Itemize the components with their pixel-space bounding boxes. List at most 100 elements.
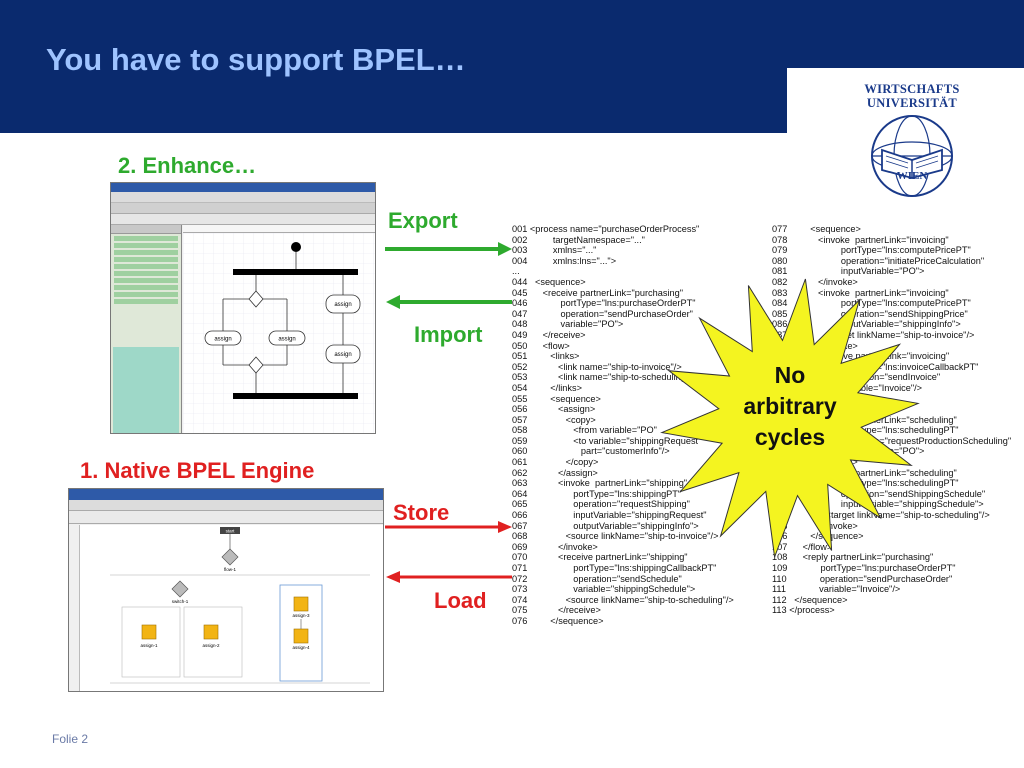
load-label: Load xyxy=(434,588,487,613)
visio-toolbar xyxy=(111,203,375,214)
visio-menubar xyxy=(111,192,375,203)
code-line: 072 operation="sendSchedule" xyxy=(512,573,682,584)
code-line: 069 </invoke> xyxy=(512,541,598,552)
code-line: 050 <flow> xyxy=(512,340,570,351)
code-line: 109 portType="lns:purchaseOrderPT" xyxy=(772,563,956,573)
code-line: 108 <reply partnerLink="purchasing" xyxy=(772,552,934,563)
code-line: 105 </invoke> xyxy=(772,520,858,531)
load-arrowhead-icon xyxy=(386,571,400,583)
code-line: 077 <sequence> xyxy=(772,224,861,234)
logo-line-2: UNIVERSITÄT xyxy=(866,96,958,110)
code-line: 103 inputVariable="shippingSchedule"> xyxy=(772,499,984,510)
code-line: 083 <invoke partnerLink="invoicing" xyxy=(772,287,949,298)
code-line: 080 operation="initiatePriceCalculation" xyxy=(772,255,985,266)
code-line: 100 <invoke partnerLink="scheduling" xyxy=(772,467,957,478)
code-line: 111 variable="Invoice"/> xyxy=(772,584,901,595)
code-line: 003 xmlns="..." xyxy=(512,245,597,256)
code-line: 112 </sequence> xyxy=(772,594,848,605)
code-line: 082 </invoke> xyxy=(772,276,858,287)
code-line: 084 portType="lns:computePricePT" xyxy=(772,298,971,309)
code-line: 059 <to variable="shippingRequest" xyxy=(512,435,702,446)
code-line: 064 portType="lns:shippingPT" xyxy=(512,488,682,499)
code-line: 002 targetNamespace="..." xyxy=(512,234,645,245)
bpel-code-left: 001 <process name="purchaseOrderProcess"… xyxy=(512,224,734,627)
visio-assign-2: assign xyxy=(278,337,295,343)
store-arrowhead-icon xyxy=(498,521,512,533)
code-line: 004 xmlns:lns="..."> xyxy=(512,255,617,266)
code-line: 067 outputVariable="shippingInfo"> xyxy=(512,520,699,531)
code-line: 075 </receive> xyxy=(512,605,601,616)
code-line: 099 </invoke> xyxy=(772,457,858,468)
bpel-start-node: start xyxy=(226,529,236,534)
code-line: 045 <receive partnerLink="purchasing" xyxy=(512,287,683,298)
starburst-line-3: cycles xyxy=(754,424,826,450)
code-line: 065 operation="requestShipping" xyxy=(512,499,690,510)
native-engine-label: 1. Native BPEL Engine xyxy=(80,458,315,483)
code-line: 048 variable="PO"> xyxy=(512,319,624,330)
enhance-label: 2. Enhance… xyxy=(118,153,257,178)
code-line: 087 <target linkName="ship-to-invoice"/> xyxy=(772,329,975,340)
bpel-assign-3: assign-3 xyxy=(292,613,310,618)
export-arrowhead-icon xyxy=(498,242,512,256)
export-label: Export xyxy=(388,208,458,233)
code-line: 046 portType="lns:purchaseOrderPT" xyxy=(512,298,696,309)
code-line: 102 operation="sendShippingSchedule" xyxy=(772,488,986,499)
code-line: 062 </assign> xyxy=(512,467,598,478)
code-line: 060 part="customerInfo"/> xyxy=(512,446,670,457)
code-line: 073 variable="shippingSchedule"> xyxy=(512,584,696,595)
code-line: 113 </process> xyxy=(772,605,835,616)
bpel-toolbar xyxy=(69,500,383,511)
code-line: 078 <invoke partnerLink="invoicing" xyxy=(772,234,949,245)
code-line: 070 <receive partnerLink="shipping" xyxy=(512,552,688,563)
store-label: Store xyxy=(393,500,450,525)
code-line: 056 <assign> xyxy=(512,404,596,415)
logo-city: WIEN xyxy=(896,170,928,182)
slide-number: Folie 2 xyxy=(52,732,89,746)
bpel-titlebar xyxy=(69,489,383,500)
code-line: 001 <process name="purchaseOrderProcess" xyxy=(512,224,700,234)
code-line: 086 inputVariable="shippingInfo"> xyxy=(772,319,961,330)
code-line: 058 <from variable="PO" xyxy=(512,425,657,436)
code-line: 101 portType="lns:schedulingPT" xyxy=(772,478,959,489)
code-line: 081 inputVariable="PO"> xyxy=(772,266,925,277)
code-line: 052 <link name="ship-to-invoice"/> xyxy=(512,361,682,372)
code-line: 044 <sequence> xyxy=(512,276,586,287)
logo-line-1: WIRTSCHAFTS xyxy=(864,82,960,96)
visio-canvas: assign assign assign assign xyxy=(183,233,375,433)
code-line: ... xyxy=(512,266,520,277)
bpel-process-diagram: start flow-1 switch-1 assign-1 assign-2 … xyxy=(110,527,370,684)
code-line: 047 operation="sendPurchaseOrder" xyxy=(512,308,693,319)
bpel-assign-2: assign-2 xyxy=(202,643,220,648)
code-line: 063 <invoke partnerLink="shipping" xyxy=(512,478,688,489)
slide-title: You have to support BPEL… xyxy=(46,42,466,77)
code-line: 088 </invoke> xyxy=(772,340,858,351)
university-logo: WIRTSCHAFTS UNIVERSITÄT WIEN xyxy=(842,82,982,202)
bpel-canvas: start flow-1 switch-1 assign-1 assign-2 … xyxy=(79,525,383,691)
bpel-flow-label: flow-1 xyxy=(224,567,237,572)
import-label: Import xyxy=(414,322,483,347)
header-notch xyxy=(787,68,1024,138)
code-line: 053 <link name="ship-to-scheduling"/> xyxy=(512,372,698,383)
code-line: 057 <copy> xyxy=(512,414,596,425)
starburst-line-1: No xyxy=(774,362,806,388)
starburst-line-2: arbitrary xyxy=(743,393,837,419)
code-line: 076 </sequence> xyxy=(512,615,604,626)
visio-assign-1: assign xyxy=(214,337,231,343)
bpel-switch-label: switch-1 xyxy=(172,599,189,604)
globe-book-icon xyxy=(871,115,953,197)
visio-screenshot: assign assign assign assign xyxy=(110,182,376,434)
code-line: 071 portType="lns:shippingCallbackPT" xyxy=(512,563,717,573)
code-line: 054 </links> xyxy=(512,382,582,393)
bpel-assign-4: assign-4 xyxy=(292,645,310,650)
code-line: 068 <source linkName="ship-to-invoice"/> xyxy=(512,531,719,542)
visio-assign-4: assign xyxy=(334,352,351,358)
visio-ruler xyxy=(183,225,375,233)
visio-format-toolbar xyxy=(111,214,375,225)
code-line: 085 operation="sendShippingPrice" xyxy=(772,308,968,319)
visio-assign-3: assign xyxy=(334,302,351,308)
visio-shapes-panel xyxy=(111,225,182,433)
code-line: 061 </copy> xyxy=(512,457,599,468)
code-line: 107 </flow> xyxy=(772,541,833,552)
visio-process-diagram: assign assign assign assign xyxy=(183,233,375,433)
code-line: 051 <links> xyxy=(512,351,580,362)
